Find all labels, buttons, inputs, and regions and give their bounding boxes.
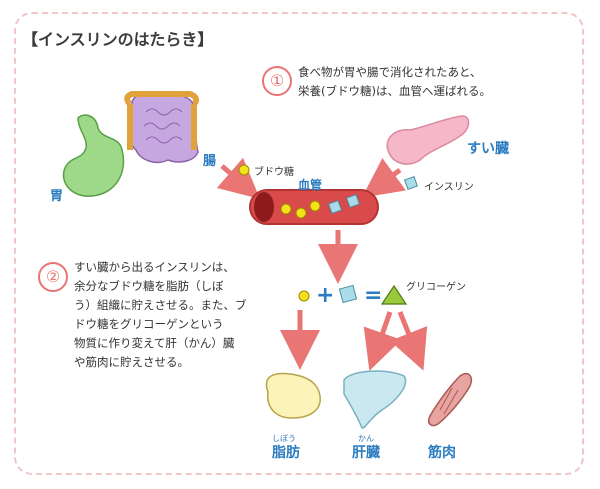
insulin-icon xyxy=(338,284,358,304)
arrow-to-liver xyxy=(363,311,402,371)
step2-line: 余分なブドウ糖を脂肪（しぼ xyxy=(74,279,224,293)
insulin-icon xyxy=(403,175,419,191)
page-title: 【インスリンのはたらき】 xyxy=(22,30,214,49)
step1-line2: 栄養(ブドウ糖)は、血管へ運ばれる。 xyxy=(298,84,491,98)
insulin-label: インスリン xyxy=(424,182,474,193)
plus-sign: + xyxy=(316,283,335,308)
fat-label: 脂肪 xyxy=(272,445,300,461)
step1-line1: 食べ物が胃や腸で消化されたあと、 xyxy=(298,65,482,79)
stomach-illustration xyxy=(62,114,125,197)
step2-line: や筋肉に貯えさせる。 xyxy=(74,355,189,369)
step1-number: ① xyxy=(262,66,292,96)
liver-label: 肝臓 xyxy=(352,445,380,461)
arrow-pancreas-to-vessel xyxy=(361,158,406,198)
stomach-label: 胃 xyxy=(50,189,64,204)
muscle-label: 筋肉 xyxy=(428,445,456,461)
intestine-illustration xyxy=(124,91,200,164)
muscle-illustration xyxy=(427,372,472,427)
liver-illustration xyxy=(343,370,407,429)
arrow-intestine-to-vessel xyxy=(216,157,261,200)
step2-line: すい臓から出るインスリンは、 xyxy=(74,260,235,274)
blood-vessel-illustration xyxy=(249,189,379,225)
step2-number: ② xyxy=(38,262,68,292)
dashed-frame xyxy=(14,12,584,475)
pancreas-illustration xyxy=(386,115,470,165)
glycogen-icon xyxy=(380,284,408,305)
step2-line: ドウ糖をグリコーゲンという xyxy=(74,317,224,331)
fat-illustration xyxy=(265,372,321,419)
intestine-label: 腸 xyxy=(203,154,217,169)
glycogen-label: グリコーゲン xyxy=(406,282,466,293)
arrow-to-muscle xyxy=(390,311,428,371)
liver-reading: かん xyxy=(358,434,374,443)
equals-sign: = xyxy=(364,283,383,308)
glucose-label: ブドウ糖 xyxy=(254,167,294,178)
pancreas-label: すい臓 xyxy=(467,141,509,157)
fat-reading: しぼう xyxy=(272,434,296,443)
glucose-icon xyxy=(298,290,310,302)
step2-line: 物質に作り変えて肝（かん）臓 xyxy=(74,336,235,350)
glucose-icon xyxy=(238,164,250,176)
blood-vessel-label: 血管 xyxy=(298,178,323,192)
step2-line: う）組織に貯えさせる。また、ブ xyxy=(74,298,247,312)
